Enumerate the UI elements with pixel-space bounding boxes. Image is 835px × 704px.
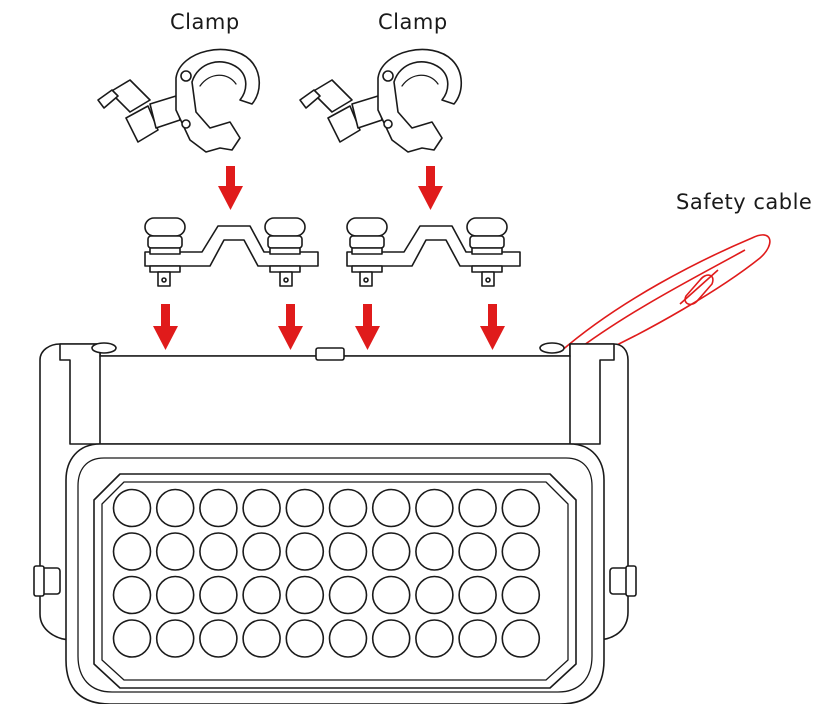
led-grid: [112, 488, 541, 658]
led-lens: [155, 619, 195, 658]
led-lens: [328, 532, 368, 571]
led-lens: [371, 575, 411, 615]
led-lens: [155, 575, 195, 615]
led-lens: [112, 619, 152, 658]
led-lens: [458, 532, 497, 571]
led-lens: [501, 488, 541, 528]
clamp-right: [299, 48, 463, 153]
led-lens: [371, 619, 411, 658]
led-lens: [242, 532, 281, 571]
led-lens: [371, 532, 411, 571]
led-lens: [458, 488, 497, 528]
led-lens: [501, 532, 541, 571]
clamp-left: [97, 48, 261, 153]
arrow-bracket-3: [355, 304, 380, 350]
clamp-right-label: Clamp: [378, 10, 448, 34]
led-lens: [285, 488, 325, 528]
bracket-right: [346, 217, 521, 287]
led-lens: [199, 532, 238, 571]
led-lens: [285, 575, 325, 615]
led-lens: [199, 619, 238, 658]
led-lens: [328, 575, 368, 615]
led-lens: [415, 619, 454, 658]
fixture: [33, 342, 637, 704]
arrow-bracket-1: [153, 304, 178, 350]
clamp-left-label: Clamp: [170, 10, 240, 34]
led-lens: [501, 619, 541, 658]
arrow-bracket-4: [480, 304, 505, 350]
led-lens: [112, 575, 152, 615]
led-lens: [242, 488, 281, 528]
led-lens: [242, 575, 281, 615]
led-lens: [371, 488, 411, 528]
led-lens: [458, 575, 497, 615]
led-lens: [415, 575, 454, 615]
led-lens: [285, 619, 325, 658]
led-lens: [501, 575, 541, 615]
led-lens: [415, 488, 454, 528]
led-lens: [112, 532, 152, 571]
led-lens: [285, 532, 325, 571]
led-lens: [328, 488, 368, 528]
led-lens: [242, 619, 281, 658]
arrow-clamp-right: [418, 166, 443, 210]
safety-cable-label: Safety cable: [676, 190, 813, 214]
safety-cable: [559, 234, 771, 355]
bracket-left: [144, 217, 319, 287]
arrow-bracket-2: [278, 304, 303, 350]
led-lens: [199, 488, 238, 528]
arrow-clamp-left: [218, 166, 243, 210]
led-lens: [155, 532, 195, 571]
led-lens: [458, 619, 497, 658]
led-lens: [112, 488, 152, 528]
led-lens: [155, 488, 195, 528]
led-lens: [415, 532, 454, 571]
led-lens: [199, 575, 238, 615]
led-lens: [328, 619, 368, 658]
